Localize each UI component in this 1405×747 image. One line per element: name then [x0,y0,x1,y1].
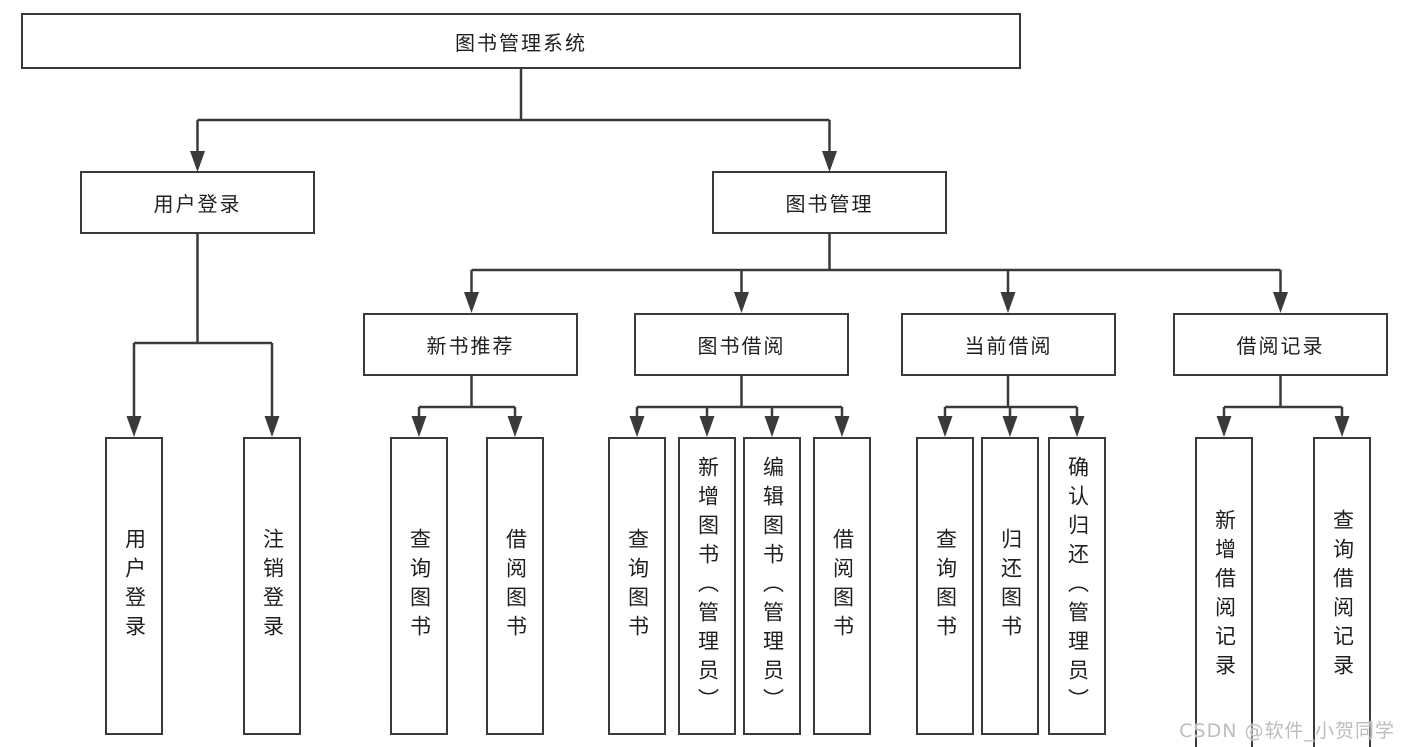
node-borrow-records-label: 借阅记录 [1236,334,1325,358]
node-book-borrowing-label: 图书借阅 [697,334,786,358]
connector-book-borrowing [635,375,844,419]
node-new-book-recommend-label: 新书推荐 [426,334,515,358]
leaf-query-books-newbook-label: 查询图书 [407,528,432,644]
leaf-query-books-borrowing: 查询图书 [608,437,666,735]
connector-root [196,69,831,154]
node-book-management: 图书管理 [712,171,947,234]
leaf-confirm-return-admin: 确认归还（管理员） [1048,437,1106,735]
node-current-borrowing-label: 当前借阅 [964,334,1053,358]
leaf-confirm-return-admin-label: 确认归还（管理员） [1065,455,1090,717]
leaf-query-books-current: 查询图书 [916,437,974,735]
node-user-login: 用户登录 [80,171,315,234]
leaf-edit-books-admin-label: 编辑图书（管理员） [760,455,785,717]
leaf-add-borrow-record: 新增借阅记录 [1195,437,1253,747]
node-new-book-recommend: 新书推荐 [363,313,578,376]
connector-current-borrowing [943,375,1079,419]
leaf-add-borrow-record-label: 新增借阅记录 [1212,509,1237,683]
leaf-query-borrow-record-label: 查询借阅记录 [1330,509,1355,683]
leaf-borrow-books-newbook-label: 借阅图书 [503,528,528,644]
leaf-borrow-books-borrowing: 借阅图书 [813,437,871,735]
leaf-return-books-label: 归还图书 [998,528,1023,644]
leaf-user-login-label: 用户登录 [122,528,147,644]
node-book-management-label: 图书管理 [785,192,874,216]
leaf-borrow-books-borrowing-label: 借阅图书 [830,528,855,644]
node-book-borrowing: 图书借阅 [634,313,849,376]
connector-borrow-records [1222,375,1344,419]
leaf-query-books-current-label: 查询图书 [933,528,958,644]
leaf-query-books-newbook: 查询图书 [390,437,448,735]
leaf-query-books-borrowing-label: 查询图书 [625,528,650,644]
leaf-logout: 注销登录 [243,437,301,735]
node-root: 图书管理系统 [21,13,1021,69]
leaf-edit-books-admin: 编辑图书（管理员） [743,437,801,735]
node-user-login-label: 用户登录 [153,192,242,216]
connector-new-book [417,375,517,419]
leaf-add-books-admin-label: 新增图书（管理员） [695,455,720,717]
node-root-label: 图书管理系统 [455,30,587,55]
leaf-user-login: 用户登录 [105,437,163,735]
connector-user-login [132,234,274,419]
leaf-logout-label: 注销登录 [260,528,285,644]
connector-book-management [470,234,1282,295]
node-current-borrowing: 当前借阅 [901,313,1116,376]
leaf-return-books: 归还图书 [981,437,1039,735]
leaf-borrow-books-newbook: 借阅图书 [486,437,544,735]
csdn-watermark: CSDN @软件_小贺同学 [1179,720,1395,742]
node-borrow-records: 借阅记录 [1173,313,1388,376]
leaf-add-books-admin: 新增图书（管理员） [678,437,736,735]
leaf-query-borrow-record: 查询借阅记录 [1313,437,1371,747]
